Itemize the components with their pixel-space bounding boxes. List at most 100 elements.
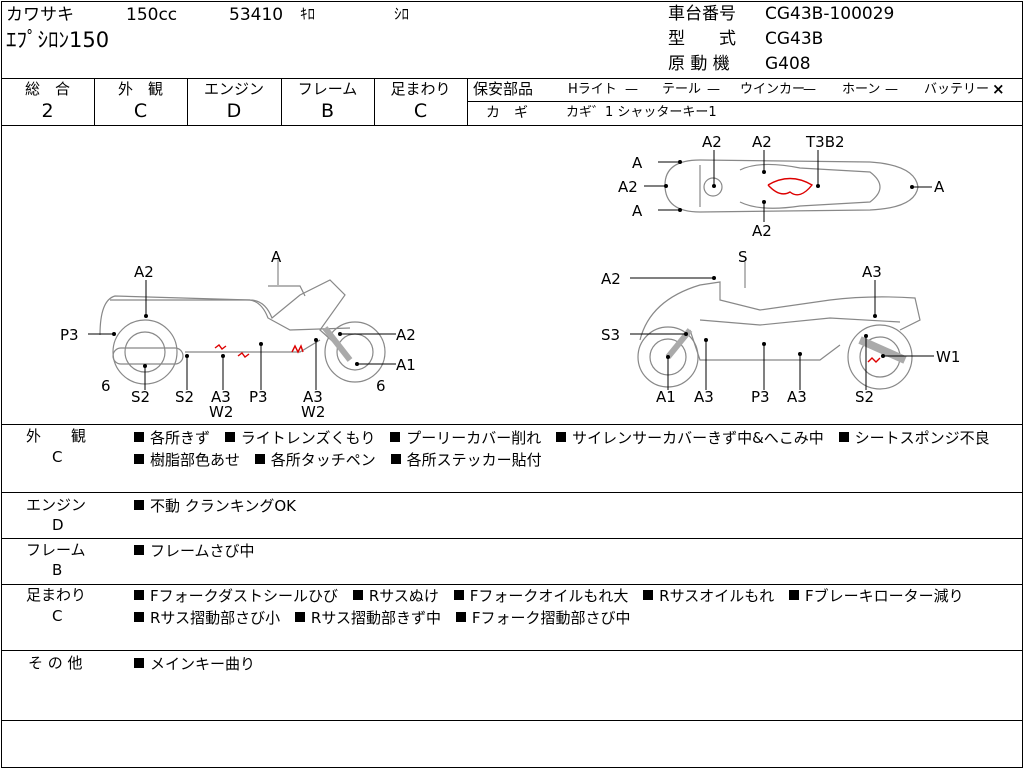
battery-label: バッテリー	[924, 82, 990, 97]
bullet-icon	[254, 453, 265, 464]
bullet-icon	[134, 453, 144, 464]
diagram-label: W2	[209, 403, 233, 421]
remark-suspension-items: Fフォークダストシールひび Rサスぬけ Fフォークオイルもれ大 Rサスオイルもれ…	[134, 585, 1014, 629]
diagram-label: 6	[376, 377, 386, 395]
diagram-label: A2	[752, 133, 772, 151]
bullet-icon	[134, 657, 144, 668]
diagram-label: A3	[862, 263, 882, 281]
mileage: 53410	[229, 5, 284, 25]
remark-other-items: メインキー曲り	[134, 653, 1014, 675]
maker: カワサキ	[6, 5, 74, 25]
bullet-icon	[134, 589, 144, 600]
diagram-label: S2	[131, 388, 150, 406]
bullet-icon	[556, 431, 567, 442]
bullet-icon	[134, 499, 144, 510]
diagram-label: 6	[101, 377, 111, 395]
engine-label: 原 動 機	[668, 54, 730, 74]
overall-value: 2	[41, 100, 54, 122]
top-view	[664, 159, 919, 213]
diagram-label: A	[632, 202, 643, 220]
diagram-label: S3	[601, 326, 620, 344]
color: ｼﾛ	[394, 5, 410, 23]
bullet-icon	[134, 431, 144, 442]
bullet-icon	[643, 589, 654, 600]
overall-label: 総 合	[24, 80, 70, 98]
bullet-icon	[224, 431, 235, 442]
diagram-label: A2	[601, 270, 621, 288]
diagram-label: A3	[211, 388, 231, 406]
suspension-score-label: 足まわり	[390, 80, 451, 98]
diagram-label: A3	[694, 388, 714, 406]
diagram-label: A3	[787, 388, 807, 406]
headlight-status: —	[625, 82, 638, 97]
remark-exterior-label: 外 観	[26, 427, 87, 445]
frame-score-value: B	[320, 100, 335, 122]
diagram-label: A2	[752, 222, 772, 240]
remark-exterior-grade: C	[52, 448, 63, 466]
horn-label: ホーン	[842, 82, 881, 97]
horn-status: —	[885, 82, 898, 97]
engine-score-label: エンジン	[203, 80, 264, 98]
remark-engine-label: エンジン	[26, 496, 87, 514]
winker-status: —	[803, 82, 816, 97]
diagram-label: A	[271, 248, 282, 266]
diagram-label: A2	[702, 133, 722, 151]
remark-other-label: そ の 他	[28, 654, 83, 672]
diagram-label: W2	[301, 403, 325, 421]
bullet-icon	[789, 589, 800, 600]
right-side-view	[637, 262, 921, 390]
exterior-label: 外 観	[117, 80, 163, 98]
diagram-label: A2	[134, 263, 154, 281]
bullet-icon	[390, 453, 401, 464]
tail-status: —	[707, 82, 720, 97]
diagram-label: A1	[396, 356, 416, 374]
remark-suspension-grade: C	[52, 607, 63, 625]
remark-suspension-label: 足まわり	[26, 586, 87, 604]
exterior-value: C	[133, 100, 148, 122]
left-side-view	[99, 260, 386, 385]
diagram-label: P3	[751, 388, 770, 406]
remark-engine-grade: D	[52, 516, 64, 534]
engine-score-value: D	[226, 100, 242, 122]
remark-exterior-items: 各所きず ライトレンズくもり プーリーカバー削れ サイレンサーカバーきず中&へこ…	[134, 427, 1014, 471]
engine-value: G408	[765, 54, 811, 74]
bullet-icon	[453, 589, 464, 600]
suspension-score-value: C	[413, 100, 428, 122]
winker-label: ウインカー	[740, 82, 806, 97]
diagram-label: T3B2	[805, 133, 845, 151]
key-value: カギ゛1 シャッターキー1	[566, 105, 717, 120]
bullet-icon	[455, 611, 466, 622]
mileage-unit: ｷﾛ	[300, 5, 316, 23]
bullet-icon	[390, 431, 401, 442]
diagram-label: W1	[936, 348, 960, 366]
diagram-label: A3	[303, 388, 323, 406]
motorcycle-diagram: A A2 A A2 A2 T3B2 A A2 A A2 P3 A2 A1 6 6…	[60, 133, 960, 421]
remark-frame-label: フレーム	[26, 541, 86, 559]
type-value: CG43B	[765, 29, 824, 49]
displacement: 150cc	[126, 5, 178, 25]
diagram-label: A2	[618, 178, 638, 196]
battery-status: ×	[992, 80, 1005, 98]
bullet-icon	[838, 431, 849, 442]
diagram-label: P3	[249, 388, 268, 406]
tail-label: テール	[662, 82, 702, 97]
diagram-label: P3	[60, 326, 79, 344]
key-label: カ ギ	[486, 105, 528, 121]
bullet-icon	[294, 611, 305, 622]
diagram-label: A1	[656, 388, 676, 406]
type-label: 型 式	[668, 29, 736, 49]
bullet-icon	[134, 611, 144, 622]
frame-number: CG43B-100029	[765, 4, 895, 24]
diagram-label: S2	[175, 388, 194, 406]
safety-label: 保安部品	[473, 80, 534, 98]
remark-engine-items: 不動 クランキングOK	[134, 495, 1014, 517]
diagram-label: A	[632, 154, 643, 172]
headlight-label: Hライト	[568, 82, 617, 97]
bullet-icon	[134, 544, 144, 555]
diagram-label: A2	[396, 326, 416, 344]
frame-number-label: 車台番号	[668, 4, 736, 24]
model-name: ｴﾌﾟｼﾛﾝ150	[6, 28, 110, 52]
diagram-label: S2	[855, 388, 874, 406]
remark-frame-grade: B	[52, 561, 63, 579]
diagram-label: A	[934, 178, 945, 196]
